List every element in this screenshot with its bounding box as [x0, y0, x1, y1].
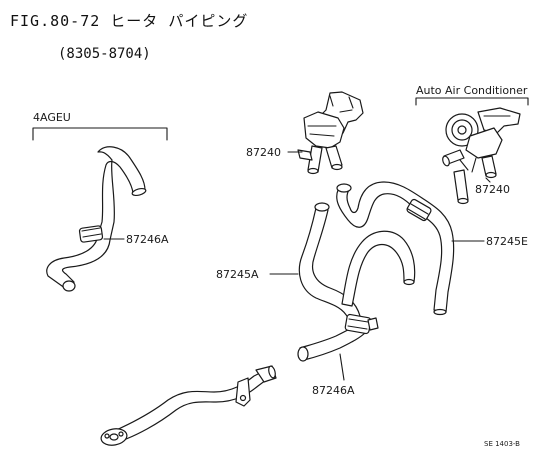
hose-87246a-left[interactable] [46, 146, 147, 292]
hose-87245e[interactable] [336, 181, 455, 316]
group-auto-ac: Auto Air Conditioner 87240 [415, 84, 529, 205]
leader-87246a-bottom [339, 353, 345, 381]
part-87240-ac[interactable]: 87240 [475, 183, 510, 196]
water-valve-87240[interactable] [297, 91, 364, 175]
part-87245a[interactable]: 87245A [216, 268, 259, 281]
heater-water-pipe[interactable] [100, 365, 277, 447]
part-87246a-left[interactable]: 87246A [126, 233, 169, 246]
bracket-auto-ac [415, 97, 529, 106]
label-auto-ac: Auto Air Conditioner [416, 84, 528, 97]
part-87246a-bottom[interactable]: 87246A [312, 384, 355, 397]
part-87240-main[interactable]: 87240 [246, 146, 281, 159]
part-87245e[interactable]: 87245E [486, 235, 528, 248]
date-range: (8305-8704) [58, 46, 151, 62]
water-valve-87240-ac[interactable] [441, 107, 521, 205]
figure-title: FIG.80-72 ヒータ パイピング [10, 12, 248, 30]
bracket-4ageu [32, 127, 168, 141]
leader-87240-ac [485, 177, 491, 183]
label-4ageu: 4AGEU [33, 111, 71, 124]
reference-code: SE 1403-B [484, 440, 520, 448]
hose-87246a-bottom[interactable] [297, 313, 379, 362]
group-4ageu: 4AGEU 87246A [32, 111, 169, 292]
